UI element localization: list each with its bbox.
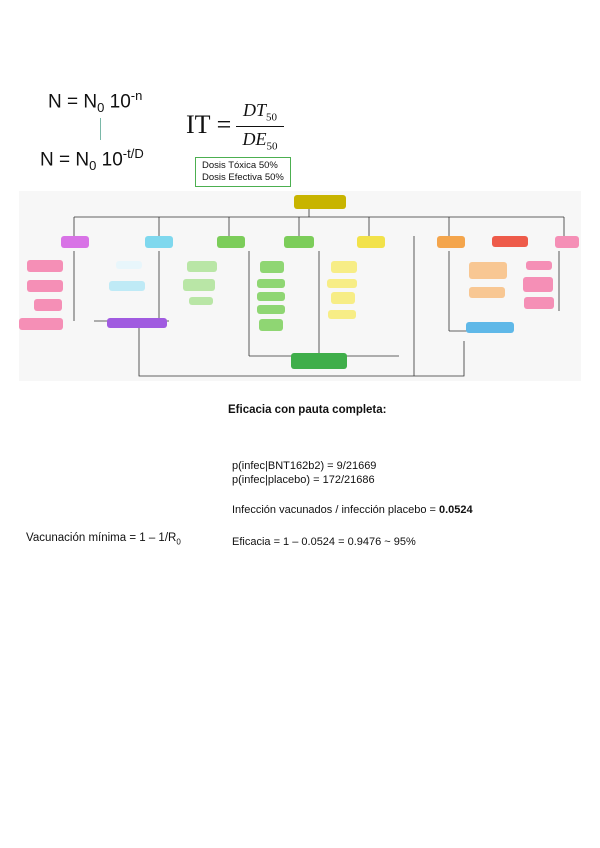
- diagram-root-node: [294, 195, 346, 209]
- efficacy-result: Eficacia = 1 – 0.0524 = 0.9476 ~ 95%: [232, 536, 416, 548]
- formula-decay-sub: 0: [97, 100, 105, 116]
- diagram-item-node: [260, 261, 284, 273]
- formula-it-lhs: IT =: [186, 110, 232, 139]
- diagram-item-node: [257, 279, 285, 288]
- diagram-final-node: [291, 353, 347, 369]
- diagram-item-node: [116, 261, 142, 269]
- formula-it-numerator-sub: 50: [266, 111, 277, 124]
- diagram-item-node: [469, 262, 507, 279]
- formula-decay-time-exp: -t/D: [122, 146, 144, 161]
- diagram-item-node: [187, 261, 217, 272]
- formula-it-fraction: DT50 DE50: [236, 100, 284, 152]
- diagram-item-node: [183, 279, 215, 291]
- diagram-item-node: [331, 261, 357, 273]
- diagram-highlight-node: [492, 236, 528, 247]
- efficacy-title: Eficacia con pauta completa:: [228, 404, 387, 416]
- efficacy-ratio-value: 0.0524: [439, 504, 473, 516]
- diagram-item-node: [524, 297, 554, 309]
- diagram-item-node: [331, 292, 355, 304]
- diagram-item-node: [27, 280, 63, 292]
- min-vaccination-sub: 0: [176, 537, 181, 547]
- diagram-item-node: [469, 287, 505, 298]
- formula-it-denominator-sub: 50: [266, 140, 278, 153]
- formula-it-numerator: DT: [242, 100, 266, 120]
- formula-decay-base: N = N: [48, 91, 98, 113]
- legend-toxic-dose: Dosis Tóxica 50%: [202, 160, 278, 171]
- diagram-phase-node: [145, 236, 173, 248]
- diagram-phase-node: [437, 236, 465, 248]
- diagram-item-node: [27, 260, 63, 272]
- diagram-item-node: [257, 292, 285, 301]
- efficacy-ratio: Infección vacunados / infección placebo …: [232, 504, 473, 516]
- diagram-item-node: [327, 279, 357, 288]
- flow-diagram: [19, 191, 581, 381]
- formula-it-bar: [236, 125, 284, 127]
- formula-link-line: [100, 118, 101, 140]
- formula-decay: N = N0 10-n: [48, 88, 142, 115]
- diagram-item-node: [259, 319, 283, 331]
- formula-decay-exp: -n: [130, 88, 143, 103]
- diagram-phase-node: [284, 236, 314, 248]
- flow-bottom-loop: [138, 326, 465, 377]
- efficacy-prob-placebo: p(infec|placebo) = 172/21686: [232, 474, 375, 486]
- formula-decay-mid: 10: [104, 91, 131, 113]
- diagram-phase-node: [357, 236, 385, 248]
- dose-legend: Dosis Tóxica 50% Dosis Efectiva 50%: [195, 157, 291, 187]
- flow-top-branches: [73, 209, 565, 236]
- formula-decay-time-sub: 0: [89, 158, 97, 174]
- diagram-item-node: [523, 277, 553, 292]
- diagram-phase-node: [555, 236, 579, 248]
- diagram-item-node: [19, 318, 63, 330]
- formula-decay-time-base: N = N: [40, 149, 90, 171]
- diagram-phase-node: [217, 236, 245, 248]
- diagram-item-node: [526, 261, 552, 270]
- formula-it-denominator: DE: [242, 128, 267, 149]
- diagram-item-node: [189, 297, 213, 305]
- diagram-item-node: [34, 299, 62, 311]
- diagram-item-node: [328, 310, 356, 319]
- diagram-result-node: [466, 322, 514, 333]
- formula-decay-time: N = N0 10-t/D: [40, 146, 144, 173]
- efficacy-prob-vaccine: p(infec|BNT162b2) = 9/21669: [232, 460, 377, 472]
- diagram-item-node: [109, 281, 145, 291]
- diagram-phase-node: [61, 236, 89, 248]
- formula-decay-time-mid: 10: [96, 149, 123, 171]
- min-vaccination-text: Vacunación mínima = 1 – 1/R: [26, 532, 177, 544]
- diagram-result-node: [107, 318, 167, 328]
- diagram-item-node: [257, 305, 285, 314]
- min-vaccination: Vacunación mínima = 1 – 1/R0: [26, 532, 181, 546]
- efficacy-ratio-label: Infección vacunados / infección placebo …: [232, 504, 439, 516]
- legend-effective-dose: Dosis Efectiva 50%: [202, 172, 284, 183]
